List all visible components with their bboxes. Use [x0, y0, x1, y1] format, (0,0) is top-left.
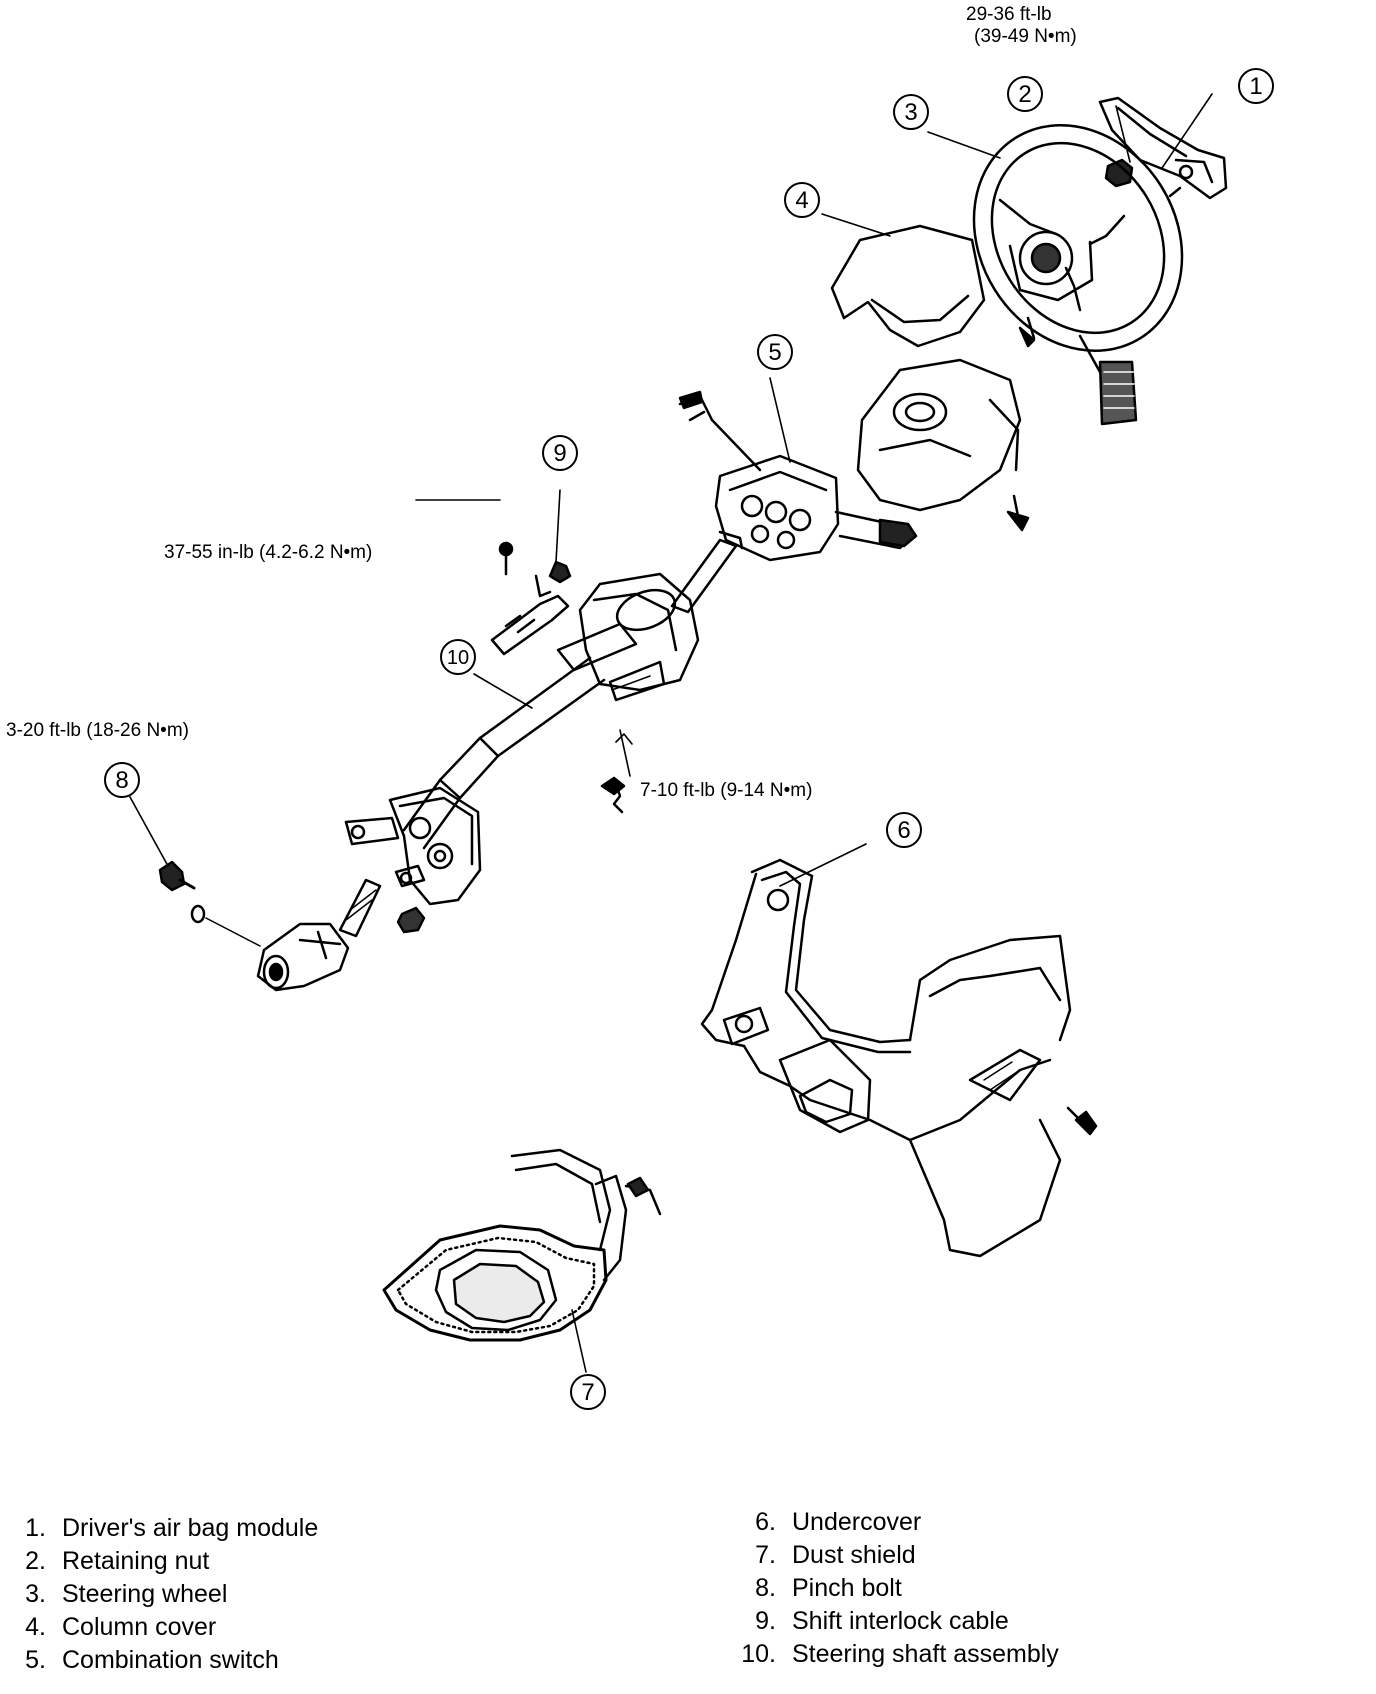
- legend-label: Driver's air bag module: [62, 1514, 319, 1542]
- column-cover-part: [830, 224, 1030, 532]
- leader-lines: [129, 93, 1213, 1373]
- callout-7-circle: [570, 1374, 606, 1410]
- legend-num: 8.: [755, 1574, 776, 1602]
- callout-9-circle: [542, 435, 578, 471]
- callout-2-circle: [1007, 76, 1043, 112]
- legend-label: Combination switch: [62, 1646, 279, 1674]
- torque-column-mount: 7-10 ft-lb (9-14 N•m): [640, 780, 813, 801]
- parts-legend-right: 6.Undercover 7.Dust shield 8.Pinch bolt …: [730, 1506, 1059, 1671]
- legend-num: 6.: [755, 1508, 776, 1536]
- callout-numbers: 1 2 3 4 5 9 10 8 6 7: [115, 73, 1262, 1406]
- legend-num: 1.: [25, 1514, 46, 1542]
- legend-num: 10.: [741, 1640, 776, 1668]
- legend-item-5: 5. Combination switch: [0, 1644, 318, 1677]
- callout-7-label: 7: [581, 1379, 594, 1406]
- legend-item-9: 9. Shift interlock cable: [730, 1605, 1059, 1638]
- mount-bolt-part: [600, 776, 626, 814]
- callout-circles: [104, 68, 1274, 1410]
- legend-item-8: 8. Pinch bolt: [730, 1572, 1059, 1605]
- legend-label: Undercover: [792, 1508, 922, 1536]
- legend-item-7: 7. Dust shield: [730, 1539, 1059, 1572]
- shift-interlock-cable-part: [490, 541, 572, 656]
- callout-1-circle: [1238, 68, 1274, 104]
- retaining-nut-part: [1104, 158, 1134, 188]
- legend-label: Pinch bolt: [792, 1574, 902, 1602]
- combination-switch-part: [678, 390, 918, 562]
- legend-num: 5.: [25, 1646, 46, 1674]
- pinch-bolt-part: [158, 860, 261, 947]
- legend-num: 4.: [25, 1613, 46, 1641]
- torque-wheel-nut: 29-36 ft-lb (39-49 N•m): [966, 4, 1077, 48]
- legend-num: 3.: [25, 1580, 46, 1608]
- torque-pinch-bolt: 3-20 ft-lb (18-26 N•m): [6, 720, 189, 741]
- legend-label: Dust shield: [792, 1541, 916, 1569]
- legend-item-3: 3. Steering wheel: [0, 1578, 318, 1611]
- callout-4-label: 4: [795, 187, 808, 214]
- parts-legend-left: 1. Driver's air bag module 2. Retaining nu…: [0, 1512, 318, 1677]
- legend-num: 7.: [755, 1541, 776, 1569]
- legend-label: Steering shaft assembly: [792, 1640, 1059, 1668]
- steering-shaft-part: [344, 530, 744, 934]
- callout-3-circle: [893, 94, 929, 130]
- callout-1-label: 1: [1249, 73, 1262, 100]
- undercover-part: [700, 858, 1098, 1258]
- legend-item-1: 1. Driver's air bag module: [0, 1512, 318, 1545]
- legend-label: Shift interlock cable: [792, 1607, 1009, 1635]
- steering-wheel-part: [972, 124, 1184, 426]
- callout-6-label: 6: [897, 817, 910, 844]
- legend-item-4: 4. Column cover: [0, 1611, 318, 1644]
- callout-8-label: 8: [115, 767, 128, 794]
- torque-wheel-nut-metric: (39-49 N•m): [974, 26, 1077, 47]
- torque-wheel-nut-imperial: 29-36 ft-lb: [966, 4, 1052, 25]
- torque-shift-interlock: 37-55 in-lb (4.2-6.2 N•m): [164, 542, 373, 563]
- callout-6-circle: [886, 812, 922, 848]
- callout-9-label: 9: [553, 440, 566, 467]
- universal-joint-part: [256, 878, 382, 992]
- dust-shield-part: [382, 1148, 662, 1342]
- legend-num: 9.: [755, 1607, 776, 1635]
- callout-5-label: 5: [768, 339, 781, 366]
- legend-label: Steering wheel: [62, 1580, 228, 1608]
- callout-8-circle: [104, 762, 140, 798]
- callout-3-label: 3: [904, 99, 917, 126]
- callout-10-label: 10: [447, 647, 469, 669]
- legend-item-6: 6. Undercover: [730, 1506, 1059, 1539]
- legend-label: Retaining nut: [62, 1547, 210, 1575]
- callout-5-circle: [757, 334, 793, 370]
- legend-item-10: 10. Steering shaft assembly: [730, 1638, 1059, 1671]
- callout-4-circle: [784, 182, 820, 218]
- callout-2-label: 2: [1018, 81, 1031, 108]
- legend-num: 2.: [25, 1547, 46, 1575]
- legend-label: Column cover: [62, 1613, 217, 1641]
- callout-10-circle: [440, 639, 476, 675]
- legend-item-2: 2. Retaining nut: [0, 1545, 318, 1578]
